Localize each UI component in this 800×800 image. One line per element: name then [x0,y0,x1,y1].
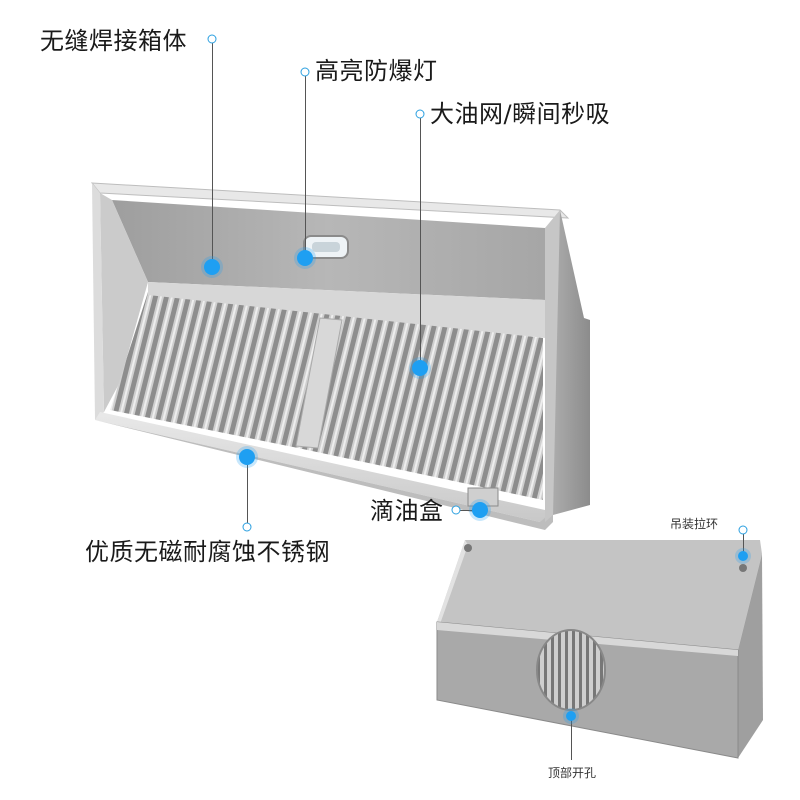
light-ring [300,67,310,77]
top-hole-leader-line [571,716,572,760]
drip-tray-ring [451,505,461,515]
welded-box-ring [207,34,217,44]
welded-box-marker [204,259,220,275]
welded-box-leader-line [212,42,213,264]
hanging-ring-leader-line [743,532,744,556]
drip-tray-marker [472,502,488,518]
oil-filter-ring [415,109,425,119]
hanging-ring-label: 吊装拉环 [670,517,719,531]
hanging-ring-ring [738,525,748,535]
stainless-marker [239,449,255,465]
top-hole-label: 顶部开孔 [548,766,597,780]
stainless-ring [242,522,252,532]
oil-filter-label: 大油网/瞬间秒吸 [430,100,611,128]
hanging-ring-marker [738,551,748,561]
explosion-proof-light-label: 高亮防爆灯 [315,57,438,85]
welded-box-label: 无缝焊接箱体 [40,27,187,55]
stainless-steel-label: 优质无磁耐腐蚀不锈钢 [85,538,330,566]
light-marker [297,250,313,266]
drip-tray-leader-line [458,510,480,511]
top-hole-marker [566,711,576,721]
drip-tray-label: 滴油盒 [370,497,444,525]
stainless-leader-line [247,458,248,524]
oil-filter-marker [412,360,428,376]
oil-filter-leader-line [420,118,421,368]
light-leader-line [305,76,306,256]
